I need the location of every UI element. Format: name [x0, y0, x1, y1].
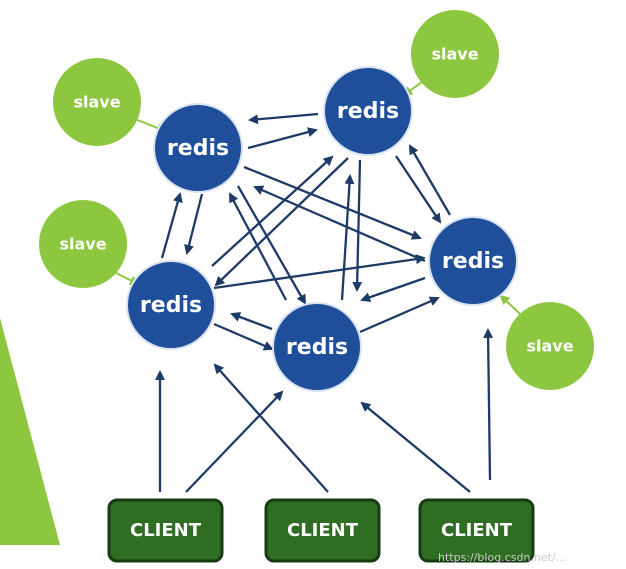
redis-node-right: redis [428, 216, 518, 306]
slave-label-top-left: slave [73, 93, 120, 112]
slave-node-top-right: slave [411, 10, 499, 98]
redis-node-bottom-center: redis [272, 302, 362, 392]
edge-middle-left-to-right [213, 254, 426, 290]
client-box-3: CLIENT [418, 498, 535, 563]
redis-node-layer: redis redis redis redis redis [126, 66, 518, 392]
slave-node-top-left: slave [53, 58, 141, 146]
redis-label-right: redis [442, 249, 504, 274]
edge-top-right-to-right [395, 155, 442, 224]
slave-label-right: slave [526, 337, 573, 356]
client-label-2: CLIENT [287, 520, 359, 541]
edge-bottom-center-to-top-right [340, 174, 355, 301]
edge-top-right-to-middle-left [214, 157, 349, 287]
client-box-2: CLIENT [264, 498, 381, 563]
redis-label-top-left: redis [167, 136, 229, 161]
client-3-to-right [483, 328, 494, 481]
edge-right-to-top-right [408, 144, 451, 216]
redis-label-top-right: redis [337, 99, 399, 124]
edge-middle-left-to-bottom-center [213, 322, 274, 351]
edge-top-left-to-top-right [247, 127, 318, 150]
slave-right-link [499, 294, 521, 315]
client-edge-layer [155, 328, 494, 493]
edge-middle-left-to-top-right [211, 155, 334, 267]
edge-bottom-center-to-middle-left [230, 312, 273, 331]
edge-top-left-to-right [243, 165, 422, 240]
edge-right-to-top-left [253, 185, 426, 263]
redis-label-middle-left: redis [140, 293, 202, 318]
slave-node-right: slave [506, 302, 594, 390]
slave-node-left: slave [39, 200, 127, 288]
edge-top-right-to-bottom-center [352, 159, 363, 292]
client-label-1: CLIENT [130, 520, 202, 541]
edge-middle-left-to-top-left [160, 192, 183, 259]
client-2-to-middle-left [213, 363, 329, 493]
redis-edge-layer [160, 112, 451, 351]
edge-bottom-center-to-top-left [228, 192, 288, 301]
slave-label-left: slave [59, 235, 106, 254]
client-box-1: CLIENT [107, 498, 224, 563]
slave-label-top-right: slave [431, 45, 478, 64]
client-node-layer: CLIENT CLIENT CLIENT [107, 498, 535, 563]
slave-node-layer: slave slave slave slave [39, 10, 594, 390]
left-accent-wedge [0, 318, 60, 545]
redis-label-bottom-center: redis [286, 335, 348, 360]
client-3-to-bottom-center [360, 401, 471, 493]
watermark-text: https://blog.csdn.net/... [438, 551, 567, 564]
client-1-to-bottom-center [185, 390, 284, 493]
edge-right-to-bottom-center [360, 276, 426, 303]
redis-node-top-left: redis [153, 103, 243, 193]
edge-bottom-center-to-right [359, 296, 440, 334]
edge-top-left-to-bottom-center [237, 185, 306, 305]
redis-node-top-right: redis [323, 66, 413, 156]
edge-top-left-to-middle-left [184, 193, 204, 255]
client-label-3: CLIENT [441, 520, 513, 541]
edge-top-right-to-top-left [248, 112, 319, 125]
redis-node-middle-left: redis [126, 260, 216, 350]
